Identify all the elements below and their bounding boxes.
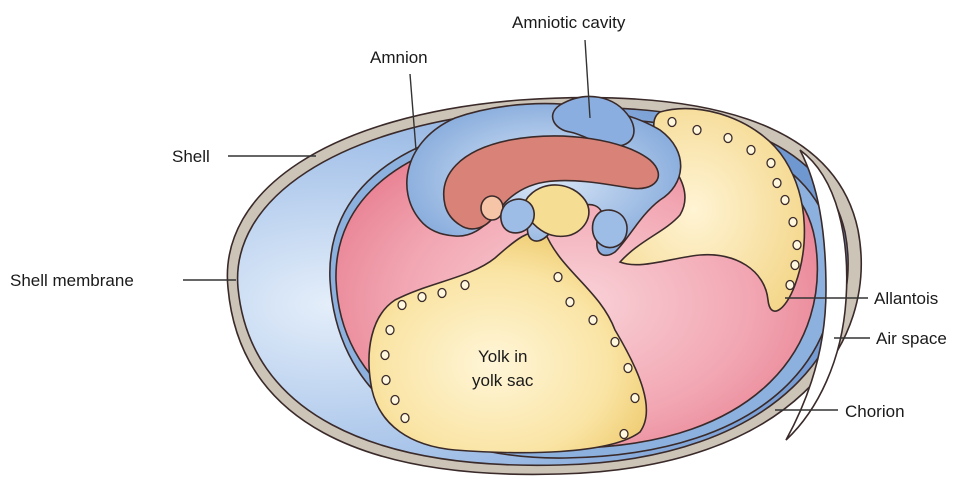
label-chorion: Chorion <box>845 402 905 421</box>
label-yolk-line2: yolk sac <box>472 371 534 390</box>
label-yolk-line1: Yolk in <box>478 347 527 366</box>
label-amnion: Amnion <box>370 48 428 67</box>
embryo-head-ring <box>481 196 503 220</box>
amnion-curl-left <box>501 199 534 233</box>
label-allantois: Allantois <box>874 289 938 308</box>
amnion-curl-right <box>593 210 628 248</box>
label-shell: Shell <box>172 147 210 166</box>
label-air-space: Air space <box>876 329 947 348</box>
label-shell-membrane: Shell membrane <box>10 271 134 290</box>
label-amniotic-cavity: Amniotic cavity <box>512 13 626 32</box>
